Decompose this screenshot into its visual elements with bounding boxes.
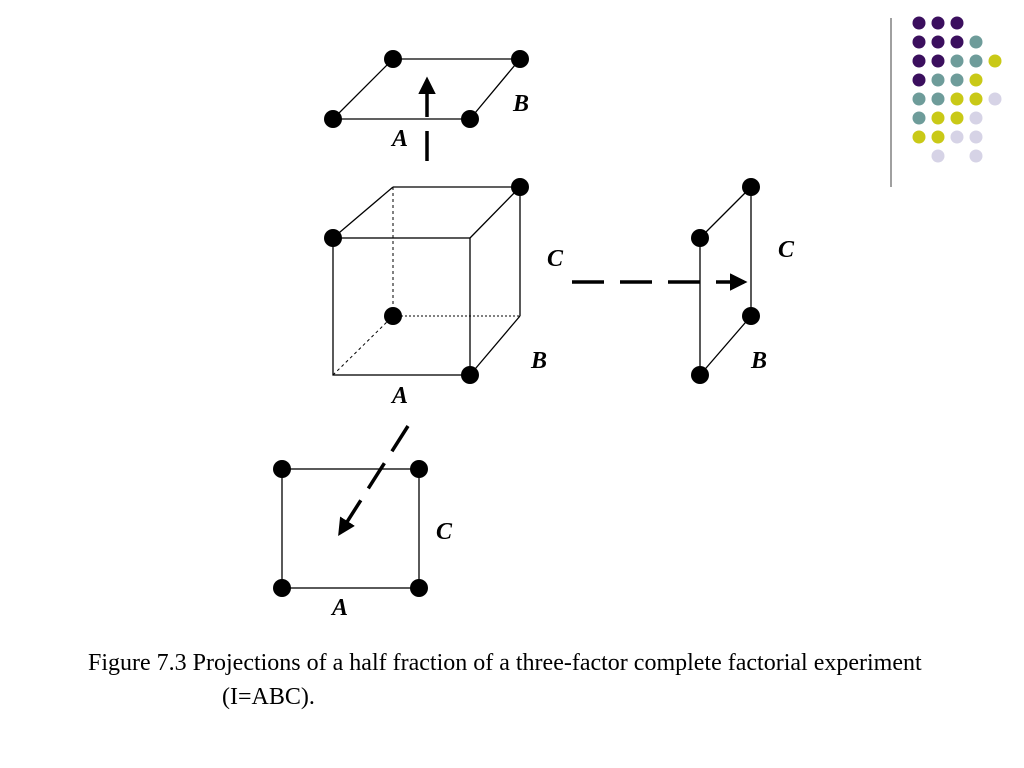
decorative-dot	[950, 130, 964, 144]
cube-edge	[332, 186, 394, 239]
side-face-projection: C B	[691, 178, 795, 384]
decorative-dot	[969, 149, 983, 163]
decorative-dot	[931, 16, 945, 30]
top-face-label-b: B	[512, 91, 529, 117]
design-point	[691, 229, 709, 247]
decorative-dot	[950, 54, 964, 68]
design-point	[384, 50, 402, 68]
cube-front-face	[332, 237, 471, 376]
decorative-dot	[931, 35, 945, 49]
decorative-dot	[912, 16, 926, 30]
cube-edge	[469, 315, 521, 376]
front-face-outline	[281, 468, 420, 589]
decorative-dot	[931, 92, 945, 106]
decorative-dot	[950, 16, 964, 30]
design-point	[742, 307, 760, 325]
front-face-label-a: A	[330, 595, 348, 621]
design-point	[511, 50, 529, 68]
design-point	[691, 366, 709, 384]
decorative-dot	[969, 111, 983, 125]
design-point	[410, 579, 428, 597]
decorative-dot	[988, 54, 1002, 68]
decorative-dot	[912, 92, 926, 106]
cube-hidden-edge	[332, 315, 394, 376]
decorative-dot	[969, 92, 983, 106]
cube-edge	[469, 186, 521, 239]
projection-arrow-diagonal	[338, 425, 410, 536]
decorative-dot	[969, 130, 983, 144]
decorative-dot	[950, 92, 964, 106]
decorative-dot	[912, 35, 926, 49]
decorative-dot	[950, 73, 964, 87]
design-point	[273, 460, 291, 478]
figure-caption: Figure 7.3 Projections of a half fractio…	[88, 650, 922, 710]
decorative-dot	[969, 35, 983, 49]
design-point	[461, 366, 479, 384]
design-point	[384, 307, 402, 325]
top-face-projection: A B	[324, 50, 529, 152]
design-point	[742, 178, 760, 196]
decorative-dot	[931, 111, 945, 125]
decorative-dot	[912, 130, 926, 144]
design-point	[324, 110, 342, 128]
decorative-dot	[988, 92, 1002, 106]
side-face-label-c: C	[778, 237, 795, 263]
decorative-dot	[931, 73, 945, 87]
decorative-dot	[912, 73, 926, 87]
decorative-dot	[969, 73, 983, 87]
decorative-dot	[969, 54, 983, 68]
decorative-dot	[931, 130, 945, 144]
design-point	[273, 579, 291, 597]
cube: A B C	[324, 178, 564, 409]
design-point	[461, 110, 479, 128]
front-face-label-c: C	[436, 519, 453, 545]
decorative-dot	[931, 54, 945, 68]
decorative-dot-grid	[912, 16, 1002, 163]
decorative-dot	[912, 111, 926, 125]
side-face-label-b: B	[750, 348, 767, 374]
cube-label-b: B	[530, 348, 547, 374]
design-point	[410, 460, 428, 478]
decorative-dot	[950, 35, 964, 49]
decorative-dot	[931, 149, 945, 163]
decorative-dot	[950, 111, 964, 125]
cube-label-c: C	[547, 246, 564, 272]
decorative-dot	[912, 54, 926, 68]
design-point	[324, 229, 342, 247]
design-point	[511, 178, 529, 196]
front-face-projection: A C	[273, 460, 453, 621]
top-face-label-a: A	[390, 126, 408, 152]
cube-label-a: A	[390, 383, 408, 409]
